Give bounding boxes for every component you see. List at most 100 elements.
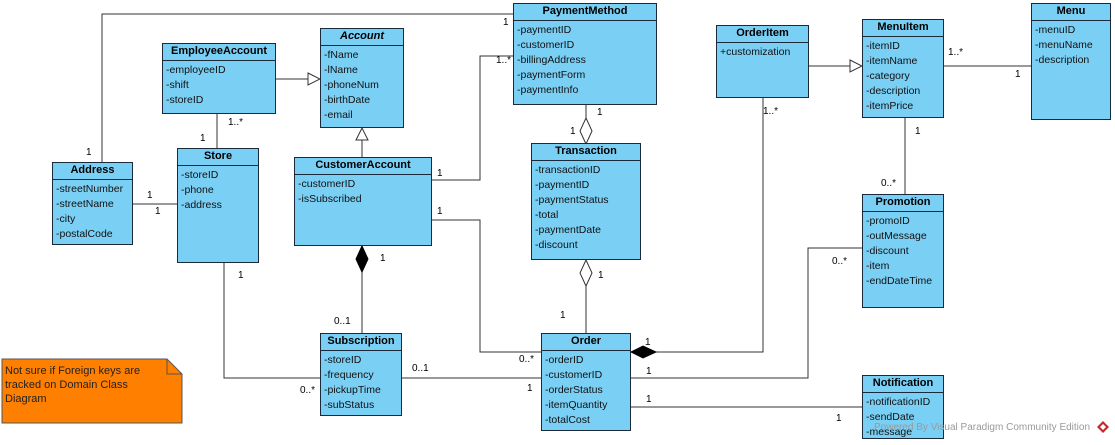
class-customeraccount[interactable]: CustomerAccount -customerID -isSubscribe… [294, 157, 432, 246]
class-menu[interactable]: Menu -menuID -menuName -description [1031, 3, 1111, 120]
attribute: -itemID [866, 40, 900, 52]
attribute: -address [181, 199, 222, 211]
note-text: Not sure if Foreign keys are tracked on … [5, 365, 141, 405]
multiplicity-label: 1 [598, 270, 604, 281]
association-address-paymentmethod [101, 13, 513, 162]
attribute: -subStatus [324, 399, 375, 411]
attribute: -menuID [1035, 24, 1076, 36]
aggregation-diamond-paymentmethod [579, 116, 593, 146]
class-name: Address [53, 163, 132, 180]
multiplicity-label: 0..* [832, 256, 848, 267]
attribute: -description [866, 85, 921, 97]
composition-diamond-order [629, 345, 658, 359]
class-name: Account [321, 29, 403, 46]
class-name: MenuItem [863, 20, 943, 37]
class-name: EmployeeAccount [163, 44, 275, 61]
multiplicity-label: 0..* [881, 178, 897, 189]
multiplicity-label: 1 [380, 253, 386, 264]
association-order-promotion [631, 247, 862, 379]
attribute: -isSubscribed [298, 193, 362, 205]
attribute: -sendDate [866, 411, 915, 423]
attribute: -orderID [545, 354, 584, 366]
attribute: -customerID [517, 39, 575, 51]
class-notification[interactable]: Notification -notificationID -sendDate -… [862, 375, 944, 439]
class-name: OrderItem [717, 26, 808, 43]
multiplicity-label: 1 [155, 206, 161, 217]
class-menuitem[interactable]: MenuItem -itemID -itemName -category -de… [862, 19, 944, 118]
attribute: -city [56, 213, 76, 225]
class-employeeaccount[interactable]: EmployeeAccount -employeeID -shift -stor… [162, 43, 276, 114]
attribute: -phoneNum [324, 79, 379, 91]
attribute: -totalCost [545, 414, 590, 426]
aggregation-diamond-transaction [579, 258, 593, 288]
attribute: -item [866, 260, 890, 272]
watermark-text: Powered By Visual Paradigm Community Edi… [874, 422, 1091, 433]
attribute: -storeID [324, 354, 362, 366]
note-shape [1, 358, 183, 424]
attribute: -storeID [166, 94, 204, 106]
attribute: -streetNumber [56, 183, 124, 195]
attribute: -category [866, 70, 910, 82]
multiplicity-label: 1 [503, 17, 509, 28]
multiplicity-label: 1 [1015, 69, 1021, 80]
attribute: -discount [866, 245, 909, 257]
attribute: -fName [324, 49, 359, 61]
attribute: -notificationID [866, 396, 931, 408]
multiplicity-label: 1 [836, 413, 842, 424]
multiplicity-label: 0..* [519, 354, 535, 365]
multiplicity-label: 0..* [300, 385, 316, 396]
multiplicity-label: 1 [560, 310, 566, 321]
class-orderitem[interactable]: OrderItem +customization [716, 25, 809, 98]
attribute: -billingAddress [517, 54, 586, 66]
attribute: -paymentID [535, 179, 590, 191]
multiplicity-label: 1 [527, 383, 533, 394]
class-subscription[interactable]: Subscription -storeID -frequency -pickup… [320, 333, 402, 416]
attribute: -streetName [56, 198, 114, 210]
class-order[interactable]: Order -orderID -customerID -orderStatus … [541, 333, 631, 431]
attribute: -paymentDate [535, 224, 601, 236]
class-name: PaymentMethod [514, 4, 656, 21]
attribute: -phone [181, 184, 214, 196]
attribute: -paymentForm [517, 69, 586, 81]
class-promotion[interactable]: Promotion -promoID -outMessage -discount… [862, 194, 944, 308]
multiplicity-label: 1 [597, 107, 603, 118]
multiplicity-label: 1..* [228, 117, 244, 128]
class-store[interactable]: Store -storeID -phone -address [177, 148, 259, 263]
attribute: -orderStatus [545, 384, 603, 396]
attribute: -menuName [1035, 39, 1093, 51]
attribute: -customerID [298, 178, 356, 190]
class-paymentmethod[interactable]: PaymentMethod -paymentID -customerID -bi… [513, 3, 657, 105]
attribute: -pickupTime [324, 384, 381, 396]
association-customeraccount-order [432, 219, 541, 353]
attribute: -promoID [866, 215, 910, 227]
class-account[interactable]: Account -fName -lName -phoneNum -birthDa… [320, 28, 404, 128]
attribute: -employeeID [166, 64, 226, 76]
class-address[interactable]: Address -streetNumber -streetName -city … [52, 162, 133, 245]
attribute: +customization [720, 46, 791, 58]
multiplicity-label: 1 [645, 337, 651, 348]
class-transaction[interactable]: Transaction -transactionID -paymentID -p… [531, 143, 641, 260]
multiplicity-label: 1 [570, 126, 576, 137]
class-name: Store [178, 149, 258, 166]
attribute: -outMessage [866, 230, 927, 242]
attribute: -description [1035, 54, 1090, 66]
attribute: -itemPrice [866, 100, 914, 112]
attribute: -email [324, 109, 353, 121]
attribute: -birthDate [324, 94, 371, 106]
attribute: -frequency [324, 369, 374, 381]
multiplicity-label: 1 [646, 366, 652, 377]
attribute: -customerID [545, 369, 603, 381]
attribute: -message [866, 426, 913, 438]
attribute: -shift [166, 79, 189, 91]
multiplicity-label: 1 [437, 206, 443, 217]
attribute: -discount [535, 239, 578, 251]
class-name: Promotion [863, 195, 943, 212]
multiplicity-label: 1 [915, 126, 921, 137]
multiplicity-label: 1 [238, 270, 244, 281]
class-name: CustomerAccount [295, 158, 431, 175]
attribute: -itemName [866, 55, 918, 67]
attribute: -itemQuantity [545, 399, 608, 411]
class-name: Notification [863, 376, 943, 393]
attribute: -storeID [181, 169, 219, 181]
